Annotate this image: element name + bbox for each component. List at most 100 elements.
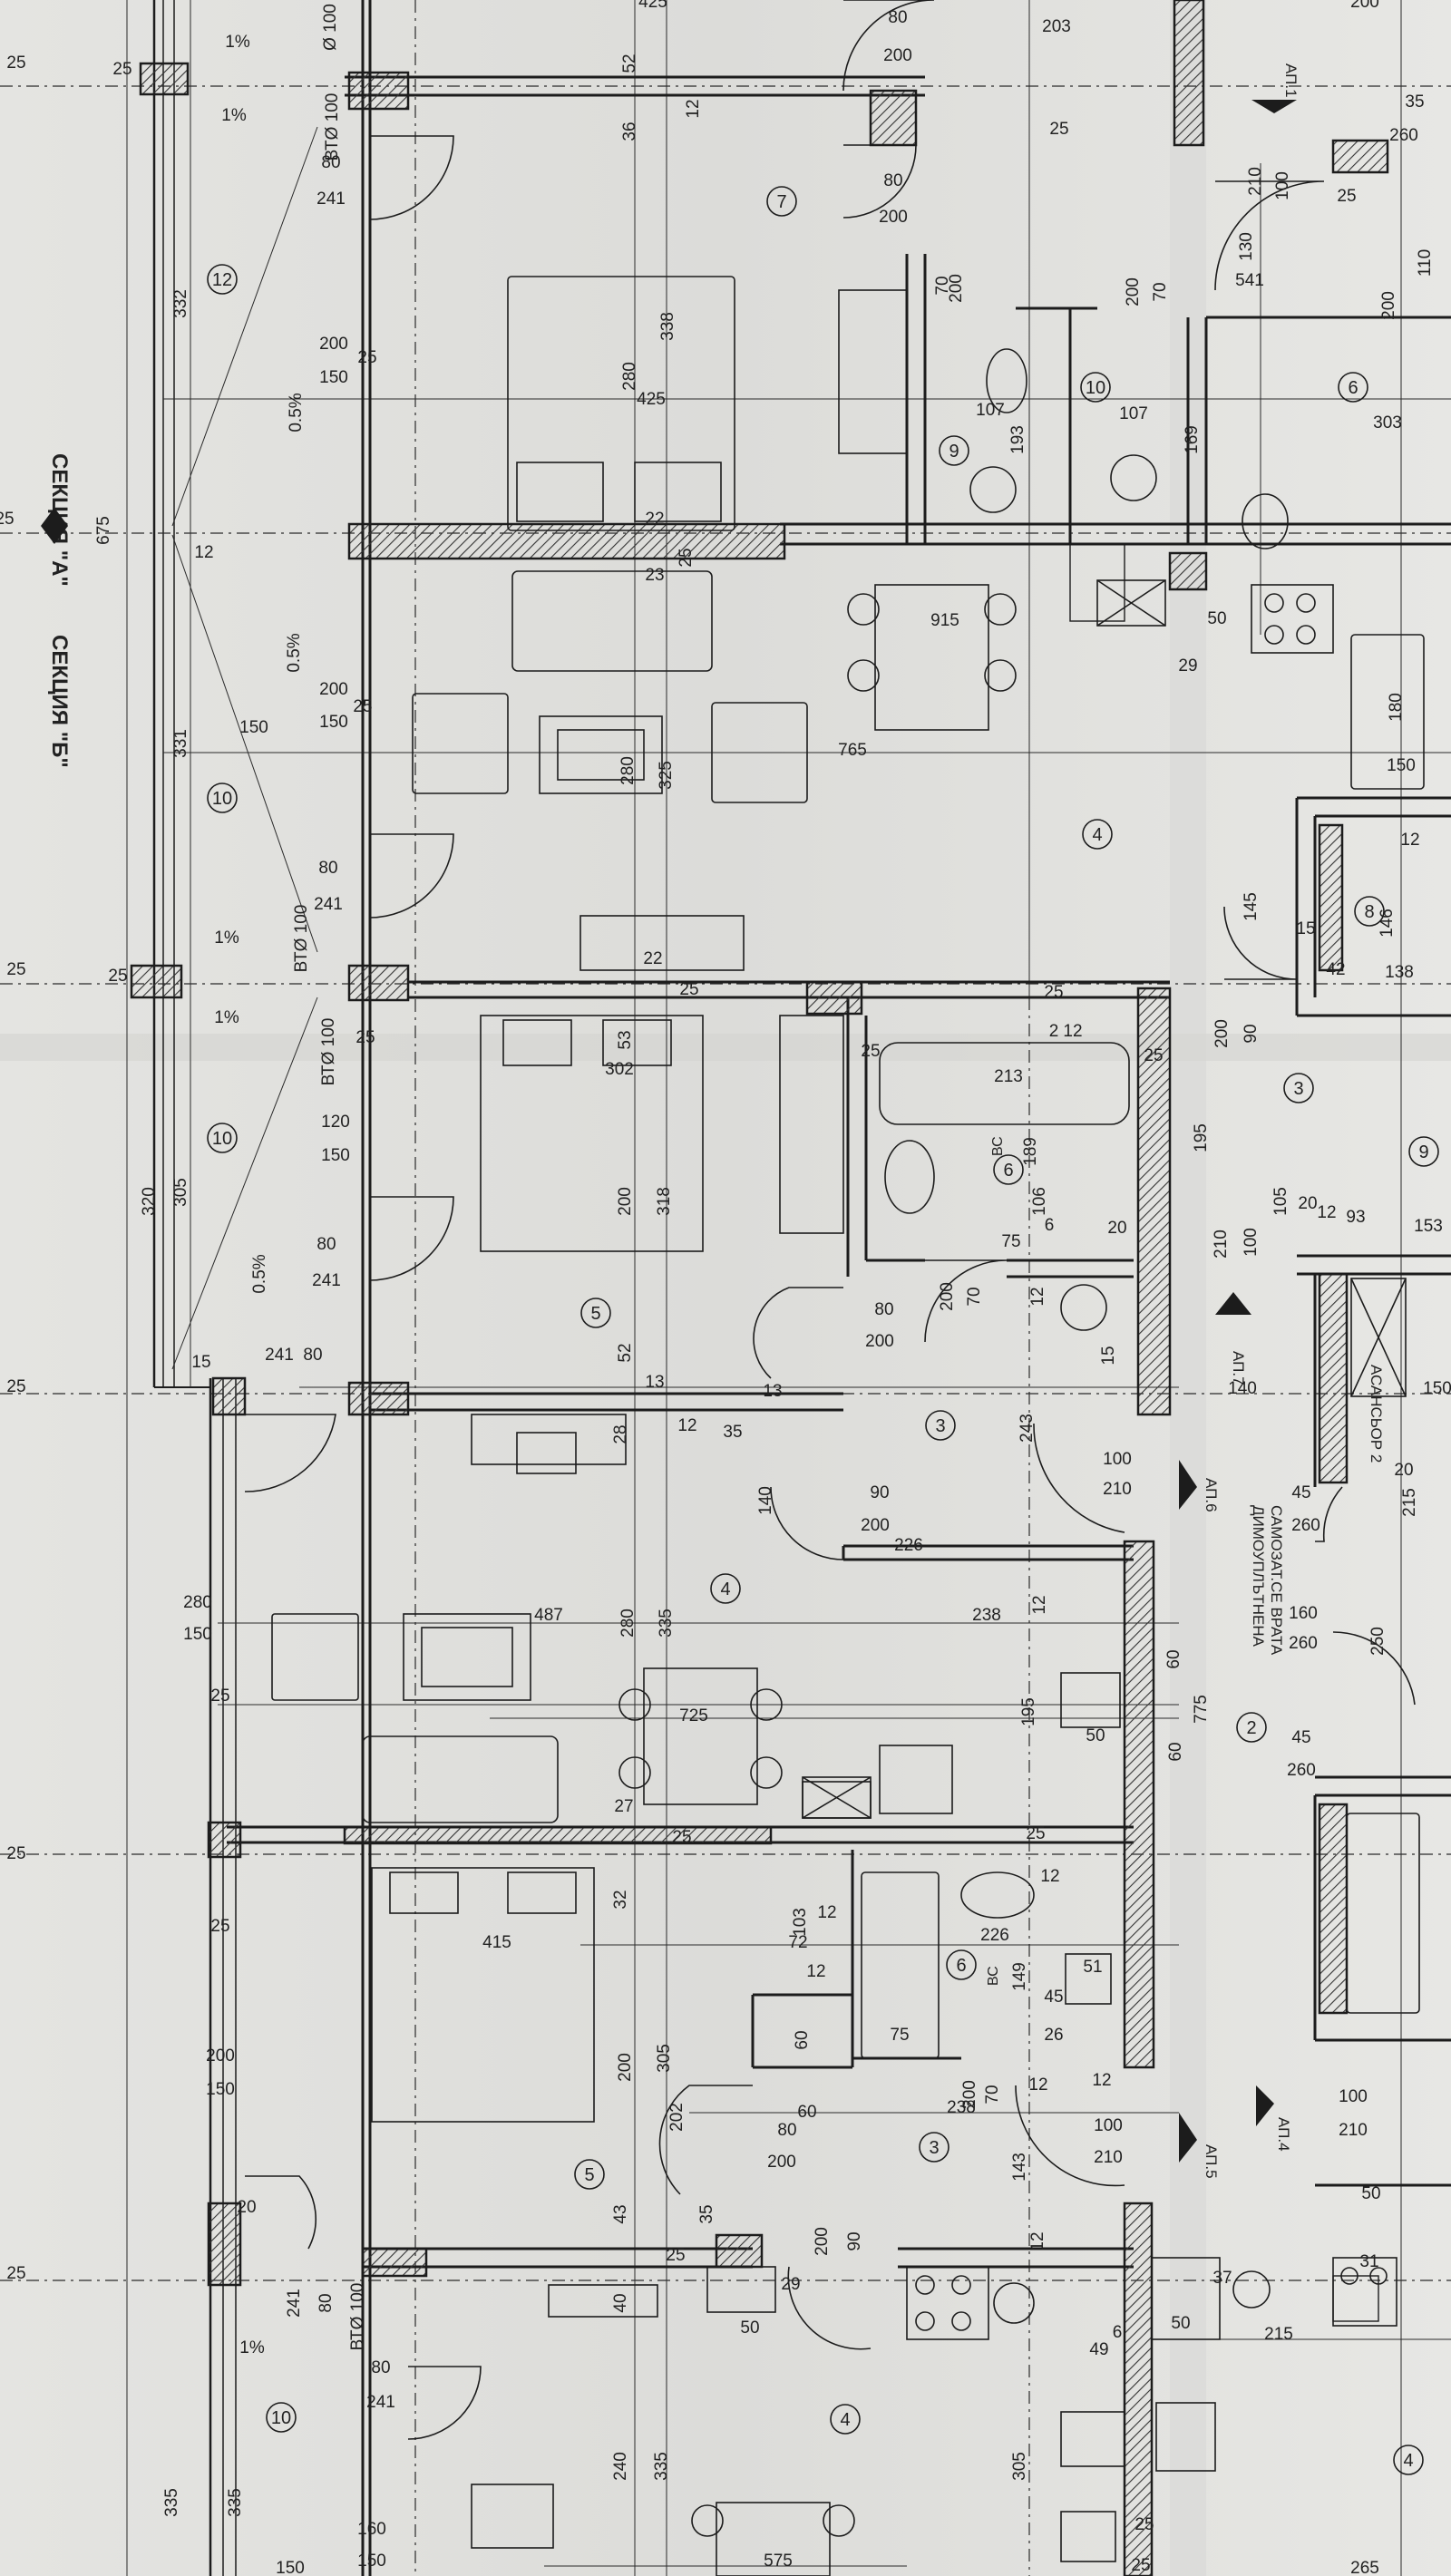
room-number-circle	[1393, 2445, 1424, 2475]
dimension-text: 200	[616, 1187, 635, 1216]
dimension-text: 36	[620, 122, 639, 141]
dimension-text: 25	[6, 2264, 25, 2283]
dimension-text: 195	[1019, 1697, 1038, 1726]
dimension-text: 200	[813, 2227, 832, 2256]
dimension-text: 215	[1400, 1488, 1419, 1517]
dimension-text: Ø 100	[321, 4, 340, 51]
vertical-label: АСАНСЬОР 2	[1368, 1365, 1385, 1463]
dimension-text: 0.5%	[287, 393, 306, 432]
dimension-text: 29	[781, 2275, 800, 2294]
dimension-text: 70	[933, 276, 952, 295]
dimension-text: 40	[611, 2293, 630, 2312]
dimension-text: 241	[366, 2393, 395, 2412]
room-number-circle	[925, 1410, 956, 1441]
dimension-text: 90	[845, 2231, 864, 2250]
dimension-text: 103	[791, 1908, 810, 1937]
dimension-text: 150	[206, 2080, 235, 2099]
dimension-text: 90	[870, 1483, 889, 1502]
dimension-text: 150	[276, 2559, 305, 2576]
dimension-text: 80	[874, 1300, 893, 1319]
room-number: 4	[1393, 2445, 1424, 2475]
dimension-text: 241	[265, 1346, 294, 1365]
dimension-text: 100	[1103, 1450, 1132, 1469]
dimension-text: 210	[1339, 2121, 1368, 2140]
dimension-text: 25	[666, 2246, 685, 2265]
dimension-text: 241	[285, 2289, 304, 2318]
dimension-text: 338	[658, 312, 677, 341]
dimension-text: 15	[191, 1353, 210, 1372]
dimension-text: 70	[965, 1287, 984, 1306]
dimension-text: 140	[756, 1486, 775, 1515]
dimension-text: 303	[1373, 413, 1402, 433]
dimension-text: 25	[355, 1028, 375, 1047]
dimension-text: 1%	[214, 928, 239, 948]
vertical-label: АП.5	[1203, 2144, 1220, 2179]
dimension-text: 305	[171, 1178, 190, 1207]
dimension-text: 25	[672, 1828, 691, 1847]
room-number-circle	[830, 2404, 861, 2435]
dimension-text: 1%	[221, 106, 247, 125]
room-number: 8	[1354, 896, 1385, 927]
vertical-label: АП.4	[1275, 2117, 1292, 2152]
room-number-circle	[710, 1573, 741, 1604]
dimension-text: 50	[1086, 1726, 1105, 1745]
dimension-text: 425	[638, 0, 667, 12]
dimension-text: ВТØ 100	[319, 1018, 338, 1086]
dimension-text: 25	[0, 510, 15, 529]
room-number: 3	[1283, 1073, 1314, 1103]
dimension-text: 210	[1094, 2148, 1123, 2167]
dimension-text: 22	[643, 949, 662, 968]
dimension-text: 241	[314, 895, 343, 914]
dimension-text: 6	[1045, 1216, 1055, 1235]
dimension-text: 100	[1273, 171, 1292, 200]
dimension-text: 575	[764, 2552, 793, 2571]
room-number-text: 12	[212, 270, 232, 290]
dimension-text: 20	[1394, 1461, 1413, 1480]
dimension-text: 13	[645, 1373, 664, 1392]
shafts	[1069, 543, 1379, 2322]
dimension-text: 12	[684, 99, 703, 118]
dimension-text: 80	[316, 1235, 336, 1254]
dimension-text: 75	[890, 2026, 909, 2045]
dimension-text: 153	[1414, 1217, 1443, 1236]
room-number-circle	[574, 2159, 605, 2190]
dimension-text: 331	[171, 729, 190, 758]
dimension-text: 200	[1212, 1019, 1232, 1048]
vertical-label: ДИМОУПЛЪТНЕНА	[1250, 1505, 1267, 1648]
dimension-text: 200	[319, 680, 348, 699]
dimension-text: 37	[1212, 2269, 1232, 2288]
dimension-text: 415	[482, 1933, 511, 1952]
dimension-text: 12	[806, 1962, 825, 1981]
dimension-text: 12	[1030, 1595, 1049, 1614]
dimension-text: 280	[618, 1609, 638, 1638]
dimension-text: 280	[183, 1593, 212, 1612]
dimension-text: 335	[162, 2488, 181, 2517]
room-number: 6	[1338, 372, 1368, 403]
dimension-text: 12	[194, 543, 213, 562]
dimension-text: 27	[614, 1797, 633, 1816]
dimension-text: 29	[1178, 656, 1197, 676]
dimension-text: 45	[1291, 1483, 1310, 1502]
dimension-text: 675	[94, 516, 113, 545]
dimension-text: 43	[611, 2204, 630, 2223]
room-number-text: 7	[776, 192, 786, 212]
dimension-text: 28	[611, 1424, 630, 1444]
dimension-text: 75	[1001, 1232, 1020, 1251]
dimension-text: 200	[865, 1332, 894, 1351]
room-number-text: 4	[1403, 2451, 1413, 2471]
dimension-text: 22	[645, 510, 664, 529]
dimension-text: 80	[316, 2293, 336, 2312]
dimension-text: 12	[1028, 2231, 1047, 2250]
dimension-text: 93	[1346, 1208, 1365, 1227]
dimension-text: 487	[534, 1606, 563, 1625]
room-number-text: 4	[720, 1580, 730, 1599]
dimension-text: 915	[930, 611, 959, 630]
dimension-text: 100	[1339, 2087, 1368, 2106]
dimension-text: 215	[1264, 2325, 1293, 2344]
dimension-text: 107	[976, 401, 1005, 420]
dimension-text: 60	[1164, 1649, 1183, 1668]
dimension-text: 25	[1044, 983, 1063, 1002]
room-number: 10	[207, 1123, 238, 1153]
